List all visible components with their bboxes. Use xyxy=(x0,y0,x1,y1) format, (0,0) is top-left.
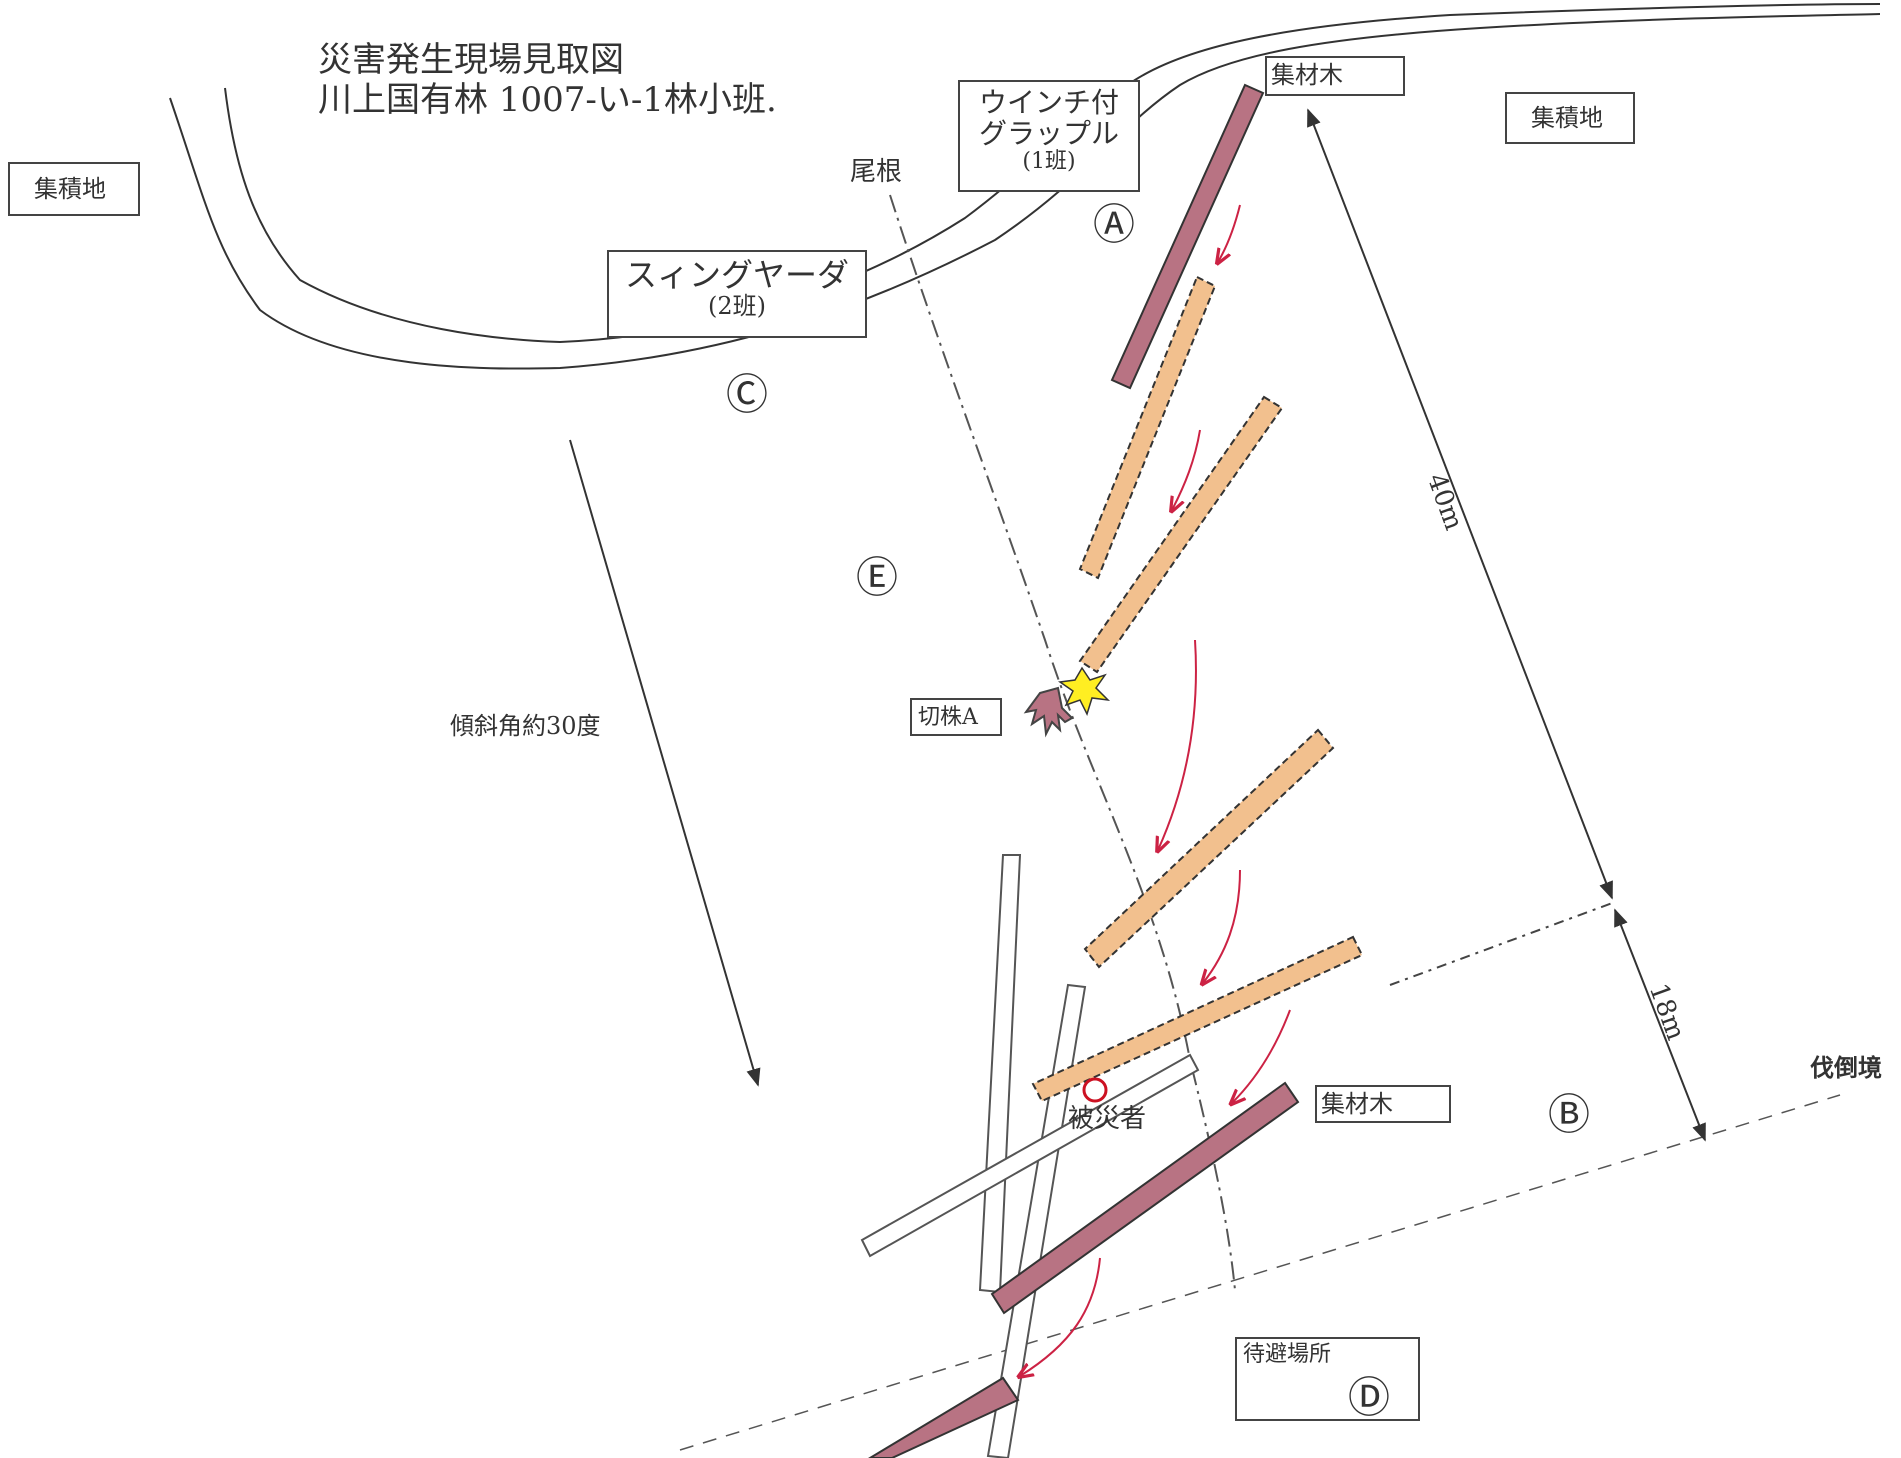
gathered-logs xyxy=(868,83,1300,1458)
ridge-label: 尾根 xyxy=(850,157,903,187)
winch-line-1: ウインチ付 xyxy=(978,86,1119,119)
gathered-log-mid xyxy=(990,1081,1300,1315)
forest-road xyxy=(169,3,1881,370)
upper-boundary-line xyxy=(1389,901,1616,986)
landing-right-label: 集積地 xyxy=(1531,104,1603,132)
winch-line-3: (1班) xyxy=(1022,148,1076,174)
gathered-log-bottom xyxy=(868,1376,1020,1458)
marker-e: Ⓔ xyxy=(856,553,899,602)
felled-log-1 xyxy=(1078,275,1217,580)
marker-c: Ⓒ xyxy=(726,370,769,419)
movement-arrows xyxy=(1020,204,1291,1376)
winch-line-2: グラップル xyxy=(978,116,1119,150)
landing-left-label: 集積地 xyxy=(34,175,106,203)
dimension-18m xyxy=(1614,908,1706,1142)
winch-grapple-box: ウインチ付 グラップル (1班) xyxy=(958,80,1140,192)
marker-d: Ⓓ xyxy=(1348,1373,1391,1422)
title-line-1: 災害発生現場見取図 xyxy=(318,40,624,80)
gathered-log-top xyxy=(1110,83,1265,390)
stump-label-box: 切株A xyxy=(910,698,1002,736)
stump-label: 切株A xyxy=(918,705,978,730)
gathered-log-top-box: 集材木 xyxy=(1265,56,1405,96)
slope-arrow xyxy=(569,439,761,1087)
gathered-log-mid-label: 集材木 xyxy=(1321,1090,1393,1118)
slope-label: 傾斜角約30度 xyxy=(450,712,601,740)
impact-star-icon xyxy=(1057,666,1111,716)
ridge-line xyxy=(889,194,1236,1291)
waiting-place-box: 待避場所 xyxy=(1235,1337,1420,1421)
victim-marker-icon xyxy=(1082,1077,1108,1103)
felling-boundary-line xyxy=(679,1094,1841,1451)
outline-logs xyxy=(860,854,1200,1458)
dimension-40m xyxy=(1307,108,1613,900)
landing-left-box: 集積地 xyxy=(8,162,140,216)
swing-yarder-line-1: スィングヤーダ xyxy=(624,256,849,294)
stump-icon xyxy=(1023,686,1074,738)
felled-log-2 xyxy=(1078,395,1284,674)
title-line-2: 川上国有林 1007-い-1林小班. xyxy=(318,80,777,120)
swing-yarder-line-2: (2班) xyxy=(708,292,766,321)
felled-logs xyxy=(1031,275,1364,1103)
landing-right-box: 集積地 xyxy=(1505,92,1635,144)
marker-a: Ⓐ xyxy=(1093,200,1136,249)
marker-b: Ⓑ xyxy=(1548,1090,1591,1139)
victim-label: 被災者 xyxy=(1068,1104,1147,1134)
felled-log-3 xyxy=(1083,728,1335,969)
felling-boundary-label: 伐倒境 xyxy=(1810,1054,1882,1082)
waiting-place-label: 待避場所 xyxy=(1243,1342,1332,1367)
swing-yarder-box: スィングヤーダ (2班) xyxy=(607,250,867,338)
felled-log-4 xyxy=(1031,935,1364,1103)
gathered-log-top-label: 集材木 xyxy=(1271,61,1343,89)
gathered-log-mid-box: 集材木 xyxy=(1315,1085,1451,1123)
